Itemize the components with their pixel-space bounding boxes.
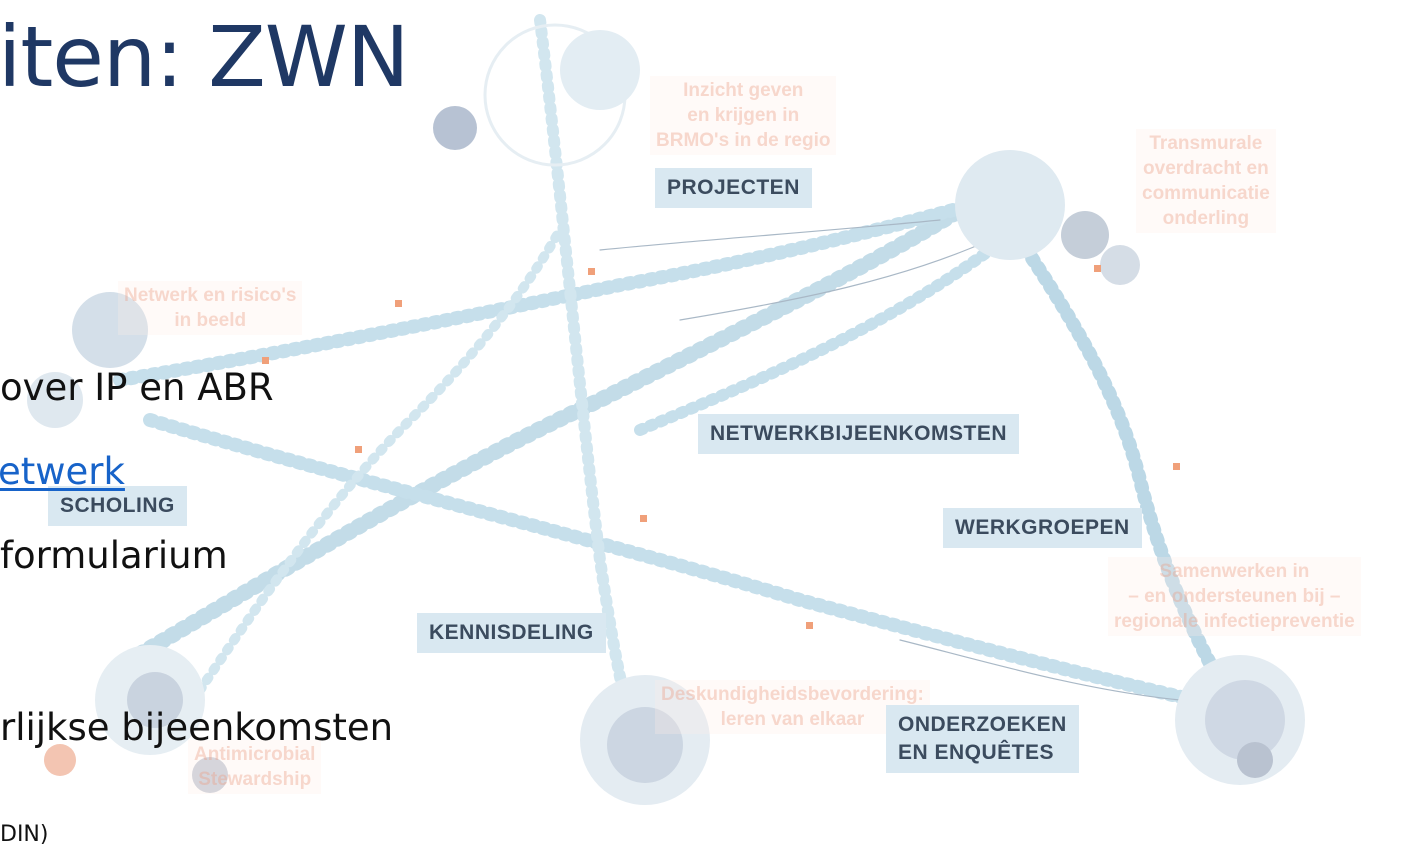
bullet-formularium: formularium xyxy=(0,534,228,577)
footnote: DIN) xyxy=(0,822,49,847)
bullet-ip-abr: over IP en ABR xyxy=(0,366,274,409)
tag-onderzoeken: ONDERZOEKEN EN ENQUÊTES xyxy=(886,705,1079,773)
network-nodes xyxy=(27,23,1305,805)
faded-label-samenwerken: Samenwerken in – en ondersteunen bij – r… xyxy=(1108,557,1361,636)
tag-kennisdeling: KENNISDELING xyxy=(417,613,606,653)
faded-label-transmural: Transmurale overdracht en communicatie o… xyxy=(1136,129,1276,233)
tag-scholing: SCHOLING xyxy=(48,486,187,526)
bullet-bijeenkomsten: rlijkse bijeenkomsten xyxy=(0,706,394,749)
tag-werkgroepen: WERKGROEPEN xyxy=(943,508,1142,548)
faded-label-brmo: Inzicht geven en krijgen in BRMO's in de… xyxy=(650,76,837,155)
faded-label-stewardship: Antimicrobial Stewardship xyxy=(188,740,322,794)
bullet-netwerk-link[interactable]: etwerk xyxy=(0,450,125,493)
tag-projecten: PROJECTEN xyxy=(655,168,812,208)
network-paths xyxy=(113,14,1247,776)
tag-netwerkbijeenkomsten: NETWERKBIJEENKOMSTEN xyxy=(698,414,1020,454)
slide-title: iten: ZWN xyxy=(0,8,410,106)
faded-label-netwerk-risicos: Netwerk en risico's in beeld xyxy=(118,281,303,335)
faded-label-deskundigheid: Deskundigheidsbevordering: leren van elk… xyxy=(655,680,930,734)
accent-dots xyxy=(262,265,1180,629)
